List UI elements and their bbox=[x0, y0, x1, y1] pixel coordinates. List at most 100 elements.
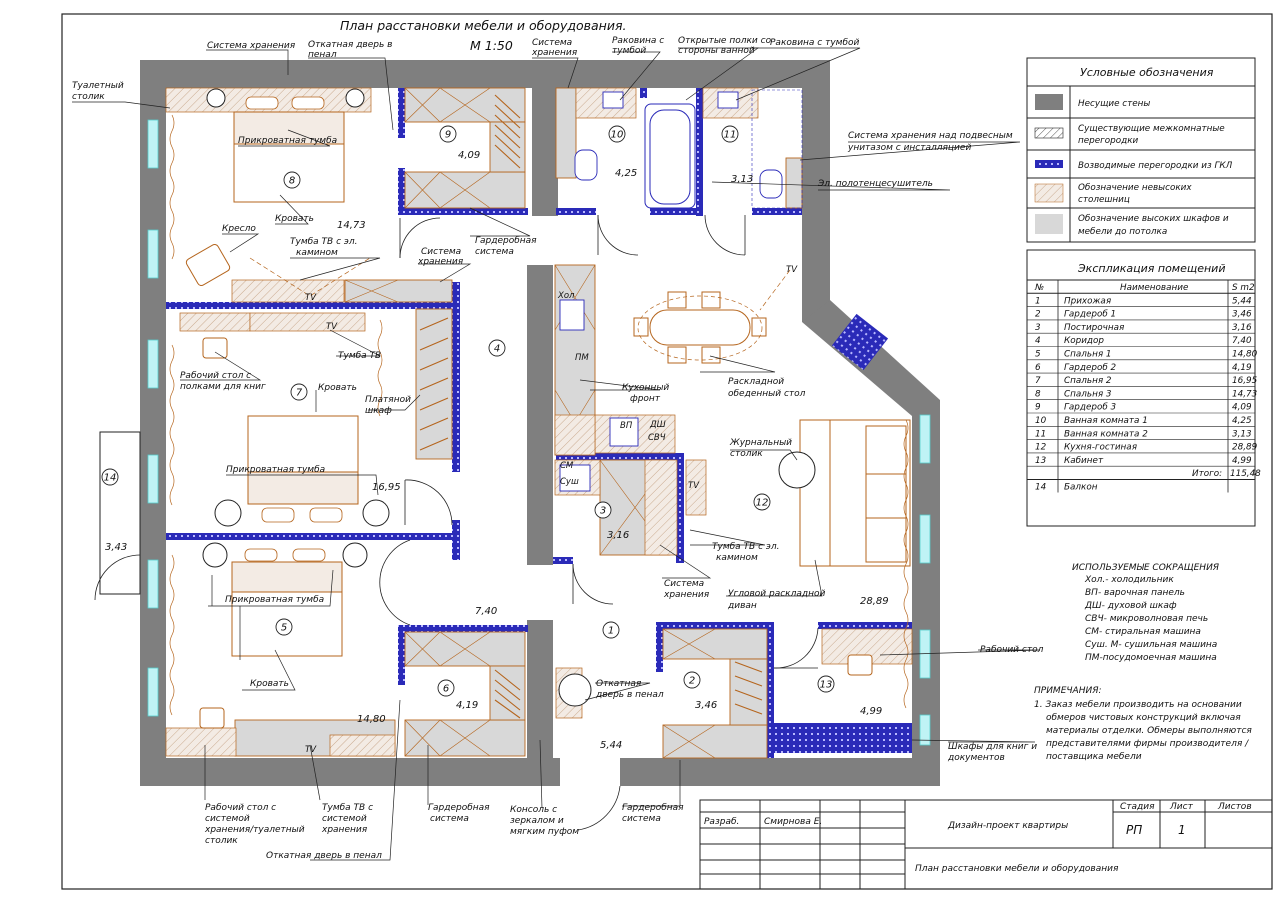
label-storage-k-2: хранения bbox=[663, 590, 710, 600]
label-desk-combo: Рабочий стол с bbox=[205, 803, 276, 813]
room-number-circle bbox=[683, 671, 701, 689]
label-coffee-table-2: столик bbox=[730, 449, 763, 459]
legend-item-2: Существующие межкомнатные bbox=[1078, 124, 1225, 134]
table-cell-num: 4 bbox=[1035, 336, 1041, 346]
door-swings bbox=[94, 214, 819, 831]
stamp-stage: РП bbox=[1126, 823, 1142, 837]
corner-sofa bbox=[799, 419, 911, 567]
label-wardrobe-sys: Гардеробная bbox=[475, 236, 537, 246]
room-number: 13 bbox=[820, 680, 833, 691]
room-number-circle bbox=[290, 383, 308, 401]
bedside-lamps bbox=[202, 88, 390, 568]
room-area: 5,44 bbox=[600, 740, 622, 751]
legend-swatch-gkl bbox=[1035, 160, 1063, 168]
room-number-circle bbox=[594, 501, 612, 519]
label-bath-storage-2: унитазом с инсталляцией bbox=[847, 143, 971, 153]
label-tv-1: TV bbox=[305, 293, 317, 303]
label-shelves: Открытые полки со bbox=[678, 36, 772, 46]
windows bbox=[147, 119, 931, 746]
table-cell-area: 4,09 bbox=[1232, 403, 1252, 413]
label-closet-2: шкаф bbox=[365, 406, 392, 416]
room-number-circle bbox=[101, 468, 119, 486]
label-tv-stand: Тумба ТВ bbox=[338, 351, 381, 361]
label-desk-combo-4: столик bbox=[205, 836, 238, 846]
label-microwave: СВЧ bbox=[648, 433, 666, 443]
closet-hangers bbox=[419, 94, 763, 719]
label-wardrobe-hall: Гардеробная bbox=[622, 803, 684, 813]
title-stamp bbox=[699, 799, 1273, 890]
ottoman bbox=[558, 673, 592, 707]
legend-item-4: Обозначение невысоких bbox=[1078, 183, 1192, 193]
label-sink-b: Раковина с тумбой bbox=[770, 38, 860, 48]
room-number: 3 bbox=[600, 506, 606, 517]
table-cell-area: 28,89 bbox=[1232, 443, 1258, 453]
table-cell-area: 14,80 bbox=[1232, 350, 1258, 360]
room-number: 1 bbox=[608, 626, 614, 637]
label-kitchen-front-2: фронт bbox=[630, 394, 661, 404]
sheet-frame bbox=[61, 13, 1273, 890]
label-sliding-door-mid: Откатная bbox=[596, 679, 642, 689]
label-bookcases-2: документов bbox=[947, 753, 1005, 763]
table-cell-num: 5 bbox=[1035, 350, 1041, 360]
room-area: 28,89 bbox=[860, 596, 889, 607]
label-bed-low: Кровать bbox=[250, 679, 289, 689]
room-area: 3,46 bbox=[695, 700, 717, 711]
coffee-table bbox=[778, 451, 816, 489]
table-cell-area: 3,46 bbox=[1232, 310, 1252, 320]
table-cell-name: Спальня 3 bbox=[1064, 389, 1112, 399]
room-area: 14,73 bbox=[337, 220, 366, 231]
room-area: 4,99 bbox=[860, 706, 882, 717]
label-sofa-2: диван bbox=[727, 601, 757, 611]
curtains bbox=[169, 114, 909, 716]
table-cell-name: Кабинет bbox=[1064, 456, 1104, 466]
label-tv-storage-2: системой bbox=[322, 814, 367, 824]
label-towel-dryer: Эл. полотенцесушитель bbox=[817, 179, 933, 189]
label-storage-top: Система хранения bbox=[207, 41, 296, 51]
label-sliding-door-top-2: пенал bbox=[308, 50, 337, 60]
stamp-sheet-header: Лист bbox=[1169, 802, 1194, 812]
room-markers: 15,4423,4633,1647,40514,8064,19716,95814… bbox=[101, 125, 889, 751]
table-cell-area: 3,16 bbox=[1232, 323, 1252, 333]
cabinet-cross-marks bbox=[344, 87, 716, 759]
label-sliding-door-mid-2: дверь в пенал bbox=[595, 690, 664, 700]
legend-item-4b: столешниц bbox=[1078, 195, 1130, 205]
label-tv-5: TV bbox=[688, 481, 700, 491]
notes-line-1: 1. Заказ мебели производить на основании bbox=[1034, 700, 1242, 710]
stamp-author: Смирнова Е. bbox=[764, 817, 822, 827]
room-number-circle bbox=[608, 125, 626, 143]
table-cell-name: Гардероб 1 bbox=[1064, 310, 1116, 320]
abbr-6: Суш. М- сушильная машина bbox=[1085, 640, 1217, 650]
abbr-4: СВЧ- микроволновая печь bbox=[1085, 614, 1208, 624]
abbr-1: Хол.- холодильник bbox=[1084, 575, 1174, 585]
room-number-circle bbox=[275, 618, 293, 636]
legend-title: Условные обозначения bbox=[1080, 66, 1214, 79]
table-cell-area: 4,19 bbox=[1232, 363, 1252, 373]
leader-lines bbox=[72, 47, 1041, 861]
label-tv-fireplace: Тумба ТВ с эл. bbox=[290, 237, 357, 247]
plan-scale: М 1:50 bbox=[470, 38, 513, 53]
stamp-text: Разраб. Смирнова Е. Дизайн-проект кварти… bbox=[704, 802, 1252, 874]
room-number: 8 bbox=[289, 176, 295, 187]
room-area: 3,16 bbox=[607, 530, 629, 541]
table-cell-area: 5,44 bbox=[1232, 296, 1252, 306]
pillows bbox=[244, 96, 343, 562]
label-storage-mid-2: хранения bbox=[417, 257, 464, 267]
room-area: 3,43 bbox=[105, 542, 127, 553]
label-oven: ДШ bbox=[649, 420, 666, 430]
notes-line-3: материалы отделки. Обмеры выполняются bbox=[1046, 726, 1252, 736]
label-bedside-mid: Прикроватная тумба bbox=[226, 465, 325, 475]
table-cell-name: Ванная комната 2 bbox=[1064, 429, 1148, 439]
label-dressing-table: Туалетный bbox=[72, 81, 124, 91]
table-cell-name: Спальня 2 bbox=[1064, 376, 1112, 386]
label-console: Консоль с bbox=[510, 805, 557, 815]
room-number-circle bbox=[283, 171, 301, 189]
chairs bbox=[185, 243, 873, 729]
room-area: 14,80 bbox=[357, 714, 386, 725]
table-cell-num: 10 bbox=[1035, 416, 1047, 426]
room-area: 7,40 bbox=[475, 606, 497, 617]
shower-zone bbox=[751, 89, 803, 209]
abbr-2: ВП- варочная панель bbox=[1085, 588, 1185, 598]
table-cell-num: 13 bbox=[1035, 456, 1047, 466]
label-wardrobe-low: Гардеробная bbox=[428, 803, 490, 813]
